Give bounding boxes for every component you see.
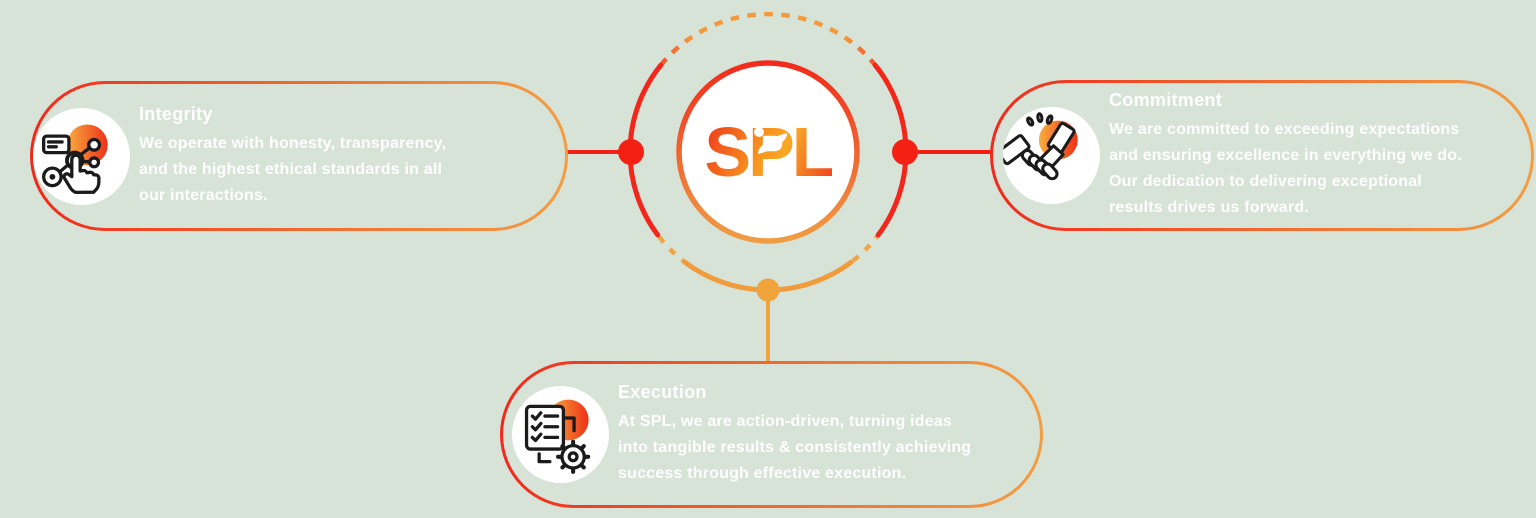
outer-ring-dashed-bottom-left — [656, 233, 687, 264]
network-click-icon — [42, 123, 108, 194]
integrity-title: Integrity — [139, 103, 213, 124]
integrity-body: We operate with honesty, transparency, a… — [139, 134, 447, 204]
commitment-card-inner: Commitment We are committed to exceeding… — [993, 83, 1531, 228]
commitment-text-block: Commitment We are committed to exceeding… — [1109, 90, 1462, 221]
spl-logo-head-dot — [754, 127, 764, 137]
center-logo-ring — [676, 60, 860, 244]
commitment-card: Commitment We are committed to exceeding… — [990, 80, 1534, 231]
integrity-icon-circle — [33, 107, 130, 205]
outer-ring-dashed-top — [659, 11, 877, 67]
spl-logo-text: SPL — [704, 113, 834, 191]
execution-body: At SPL, we are action-driven, turning id… — [618, 413, 972, 482]
outer-ring-dashed-bottom-right — [849, 233, 880, 264]
integrity-text-block: Integrity We operate with honesty, trans… — [139, 104, 446, 209]
commitment-body: We are committed to exceeding expectatio… — [1109, 121, 1462, 216]
integrity-card-inner: Integrity We operate with honesty, trans… — [33, 84, 565, 228]
commitment-icon-circle — [1003, 107, 1100, 204]
execution-title: Execution — [618, 382, 707, 402]
checklist-gear-icon — [524, 399, 591, 474]
node-dot-right — [892, 139, 918, 165]
node-dot-bottom — [756, 278, 780, 302]
integrity-card: Integrity We operate with honesty, trans… — [30, 81, 568, 231]
execution-card-inner: Execution At SPL, we are action-driven, … — [503, 364, 1040, 505]
node-dot-left — [618, 139, 644, 165]
execution-icon-circle — [512, 386, 609, 483]
spl-logo: SPL — [679, 63, 857, 241]
execution-text-block: Execution At SPL, we are action-driven, … — [618, 382, 971, 487]
handshake-icon — [1003, 112, 1078, 181]
commitment-title: Commitment — [1109, 90, 1223, 110]
execution-card: Execution At SPL, we are action-driven, … — [500, 361, 1043, 508]
